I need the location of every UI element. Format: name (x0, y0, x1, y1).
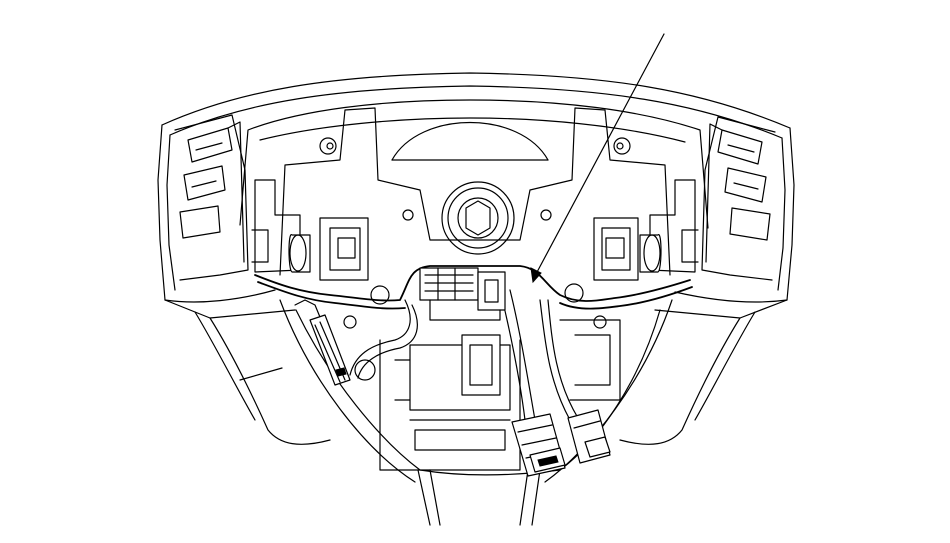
connector-left (511, 413, 566, 477)
center-connector (419, 267, 506, 321)
left-harness-clip (309, 314, 351, 386)
callout-leader-arrow (530, 33, 665, 284)
center-bolt (402, 181, 552, 255)
clock-spring-body (343, 315, 621, 471)
wheel-rim (157, 72, 795, 301)
hub-cavity (239, 99, 709, 276)
left-switch-panel (174, 114, 249, 281)
right-mount (564, 179, 699, 303)
connector-right (567, 409, 611, 464)
left-mount (251, 179, 390, 305)
right-switch-panel (701, 116, 776, 281)
